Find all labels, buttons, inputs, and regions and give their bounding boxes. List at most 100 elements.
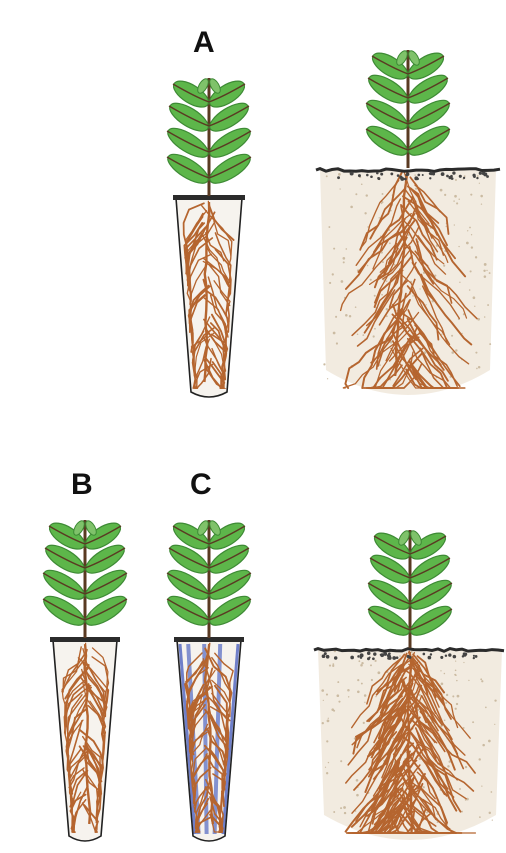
soil-grain: [481, 785, 482, 786]
soil-grain: [444, 673, 446, 675]
soil-grain: [374, 660, 376, 662]
topsoil-grain: [429, 171, 433, 175]
soil-grain: [494, 699, 496, 701]
soil-grain: [345, 314, 348, 317]
soil-grain: [363, 722, 365, 724]
soil-grain: [481, 204, 482, 205]
soil-grain: [386, 308, 388, 310]
soil-grain: [326, 772, 328, 774]
soil-grain: [399, 655, 401, 657]
soil-grain: [326, 175, 328, 177]
soil-grain: [470, 270, 472, 272]
soil-grain: [333, 811, 335, 813]
soil-grain: [441, 683, 444, 686]
soil-grain: [340, 760, 342, 762]
soil-grain: [321, 689, 324, 692]
soil-grain: [445, 702, 447, 704]
soil-grain: [333, 248, 335, 250]
soil-grain: [322, 722, 324, 724]
topsoil-grain: [446, 175, 449, 178]
topsoil-grain: [392, 656, 396, 660]
soil-grain: [326, 693, 328, 695]
topsoil-grain: [357, 655, 360, 658]
soil-grain: [343, 806, 346, 809]
soil-grain: [350, 206, 353, 209]
soil-grain: [483, 270, 485, 272]
soil-grain: [477, 318, 480, 321]
soil-grain: [343, 261, 345, 263]
soil-grain: [343, 257, 346, 260]
soil-grain: [492, 819, 493, 820]
soil-grain: [328, 226, 330, 228]
soil-grain: [440, 670, 441, 671]
topsoil-grain: [390, 172, 393, 175]
soil-grain: [482, 744, 485, 747]
soil-grain: [458, 246, 459, 247]
soil-grain: [469, 227, 471, 229]
container-seedling-a: [164, 76, 255, 397]
soil-grain: [415, 188, 417, 190]
topsoil-grain: [463, 652, 466, 655]
soil-grain: [485, 707, 487, 709]
soil-grain: [474, 306, 475, 307]
soil-grain: [465, 766, 467, 768]
soil-grain: [467, 230, 468, 231]
soil-grain: [386, 280, 388, 282]
soil-grain: [459, 282, 460, 283]
soil-grain: [336, 342, 338, 344]
topsoil-grain: [377, 177, 380, 180]
soil-grain: [331, 708, 334, 711]
topsoil-grain: [406, 173, 409, 176]
soil-grain: [375, 696, 376, 697]
soil-grain: [468, 680, 469, 681]
soil-grain: [394, 264, 396, 266]
topsoil-grain: [337, 176, 340, 179]
topsoil-grain: [360, 656, 363, 659]
soil-grain: [494, 724, 495, 725]
soil-grain: [333, 332, 336, 335]
topsoil-grain: [473, 657, 475, 659]
soil-grain: [414, 174, 415, 175]
soil-grain: [357, 690, 360, 693]
soil-grain: [377, 671, 380, 674]
soil-grain: [456, 680, 457, 681]
soil-grain: [356, 794, 359, 797]
soil-grain: [358, 660, 360, 662]
soil-grain: [366, 194, 368, 196]
soil-grain: [489, 343, 491, 345]
topsoil-grain: [324, 652, 327, 655]
soil-grain: [463, 662, 464, 663]
soil-grain: [371, 679, 373, 681]
topsoil-grain: [366, 174, 369, 177]
soil-grain: [455, 708, 457, 710]
soil-grain: [470, 194, 472, 196]
soil-grain: [477, 175, 479, 177]
soil-grain: [455, 349, 457, 351]
topsoil-grain: [358, 174, 361, 177]
topsoil-grain: [370, 175, 373, 178]
soil-grain: [458, 199, 459, 200]
topsoil-grain: [463, 177, 465, 179]
topsoil-grain: [428, 656, 432, 660]
soil-grain: [356, 779, 359, 782]
topsoil-grain: [380, 654, 382, 656]
topsoil-grain: [350, 656, 354, 660]
soil-grain: [327, 720, 330, 723]
topsoil-grain: [472, 174, 475, 177]
soil-grain: [446, 694, 448, 696]
soil-grain: [337, 694, 340, 697]
soil-grain: [326, 740, 328, 742]
soil-grain: [484, 316, 486, 318]
topsoil-grain: [350, 172, 354, 176]
topsoil-grain: [483, 172, 487, 176]
soil-grain: [454, 195, 457, 198]
soil-grain: [453, 200, 454, 201]
soil-grain: [337, 681, 339, 683]
soil-grain: [444, 194, 446, 196]
topsoil-grain: [430, 653, 432, 655]
soil-grain: [332, 273, 334, 275]
soil-grain: [364, 212, 366, 214]
soil-grain: [443, 265, 445, 267]
soil-grain: [489, 812, 491, 814]
